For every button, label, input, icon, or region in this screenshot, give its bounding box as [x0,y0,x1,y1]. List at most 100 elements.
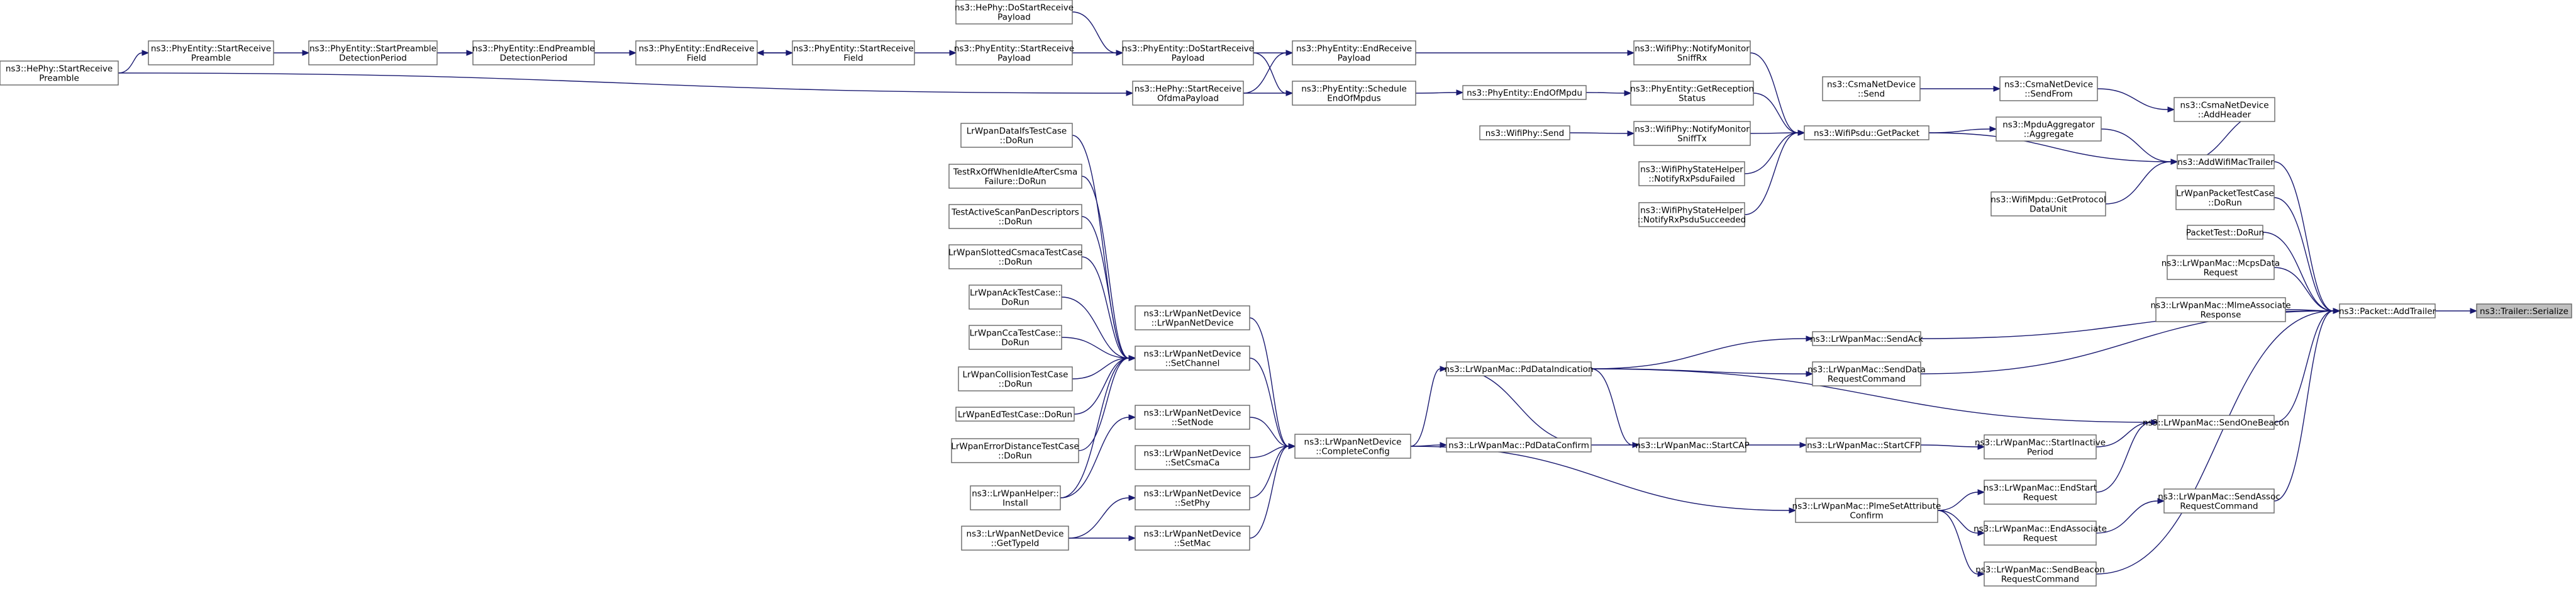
node-label: Confirm [1850,511,1883,521]
arrow-head-icon [142,50,150,56]
node-endPreambleDetection[interactable]: ns3::PhyEntity::EndPreambleDetectionPeri… [472,40,595,65]
node-ccaTest[interactable]: LrWpanCcaTestCase::DoRun [969,325,1062,350]
node-csmaAddHeader[interactable]: ns3::CsmaNetDevice::AddHeader [2174,97,2275,122]
node-setMac[interactable]: ns3::LrWpanNetDevice::SetMac [1135,526,1250,551]
node-endOfMpdu[interactable]: ns3::PhyEntity::EndOfMpdu [1462,85,1587,100]
node-box [1822,76,1921,101]
node-label: ns3::LrWpanMac::SendData [1807,365,1926,375]
edge-line [2262,232,2334,312]
node-label: LrWpanCcaTestCase:: [970,329,1062,339]
node-completeConfig[interactable]: ns3::LrWpanNetDevice::CompleteConfig [1294,434,1411,459]
edge-line [1410,446,1790,511]
node-sendAck[interactable]: ns3::LrWpanMac::SendAck [1810,331,1923,346]
node-pdDataConfirm[interactable]: ns3::LrWpanMac::PdDataConfirm [1446,437,1592,453]
node-label: RequestCommand [2180,502,2258,512]
node-addWifiMacTrailer[interactable]: ns3::AddWifiMacTrailer [2177,154,2275,169]
node-label: ns3::LrWpanHelper:: [972,489,1059,499]
node-box [948,204,1082,229]
arrow-head-icon [1977,571,1985,577]
node-label: ::AddHeader [2198,110,2251,120]
node-setPhy[interactable]: ns3::LrWpanNetDevice::SetPhy [1135,485,1250,510]
node-setNode[interactable]: ns3::LrWpanNetDevice::SetNode [1135,405,1250,430]
node-sendOneBeacon[interactable]: ns3::LrWpanMac::SendOneBeacon [2143,415,2289,430]
edge-startCap-to-startCfp [1746,442,1807,448]
node-label: ns3::CsmaNetDevice [1827,80,1916,90]
node-setCsmaCa[interactable]: ns3::LrWpanNetDevice::SetCsmaCa [1135,445,1250,470]
arrow-head-icon [2333,308,2341,314]
node-box [308,40,438,65]
node-helperInstall[interactable]: ns3::LrWpanHelper::Install [970,485,1061,510]
node-wifiPhySend[interactable]: ns3::WifiPhy::Send [1479,125,1570,140]
edge-heDoStartReceivePayload-to-doStartReceivePayload [1072,11,1124,56]
node-getTypeId[interactable]: ns3::LrWpanNetDevice::GetTypeId [961,526,1069,551]
node-serialize[interactable]: ns3::Trailer::Serialize [2476,303,2572,318]
node-box [148,40,274,65]
edge-getPacket-to-mpduAgg [1928,126,1997,133]
node-ackTest[interactable]: LrWpanAckTestCase::DoRun [969,284,1062,310]
node-slottedCsmaTest[interactable]: LrWpanSlottedCsmacaTestCase::DoRun [948,244,1082,269]
node-csmaSendFrom[interactable]: ns3::CsmaNetDevice::SendFrom [1999,76,2098,101]
node-errorDistTest[interactable]: LrWpanErrorDistanceTestCase::DoRun [951,438,1079,463]
node-csmaSend[interactable]: ns3::CsmaNetDevice::Send [1822,76,1921,101]
node-label: Install [1002,498,1028,509]
node-edTest[interactable]: LrWpanEdTestCase::DoRun [955,407,1075,422]
node-box [951,438,1079,463]
node-label: ::DoRun [2208,198,2242,208]
node-dataIndTest[interactable]: LrWpanDataIfsTestCase::DoRun [960,123,1073,148]
node-box [1446,437,1592,453]
node-collisionTest[interactable]: LrWpanCollisionTestCase::DoRun [958,366,1073,391]
node-label: ns3::LrWpanMac::StartCAP [1635,441,1749,451]
node-mpduAgg[interactable]: ns3::MpduAggregator::Aggregate [1996,116,2102,142]
edge-line [1249,317,1289,447]
arrow-head-icon [1627,50,1635,56]
node-label: ::DoRun [999,257,1033,267]
node-activeScanTest[interactable]: TestActiveScanPanDescriptors::DoRun [948,204,1082,229]
node-notifyRxPsduSucceeded[interactable]: ns3::WifiPhyStateHelper::NotifyRxPsduSuc… [1638,202,1746,227]
node-pdDataIndication[interactable]: ns3::LrWpanMac::PdDataIndication [1445,361,1594,376]
node-startCap[interactable]: ns3::LrWpanMac::StartCAP [1635,437,1750,453]
edge-line [1068,497,1130,539]
edge-line [1249,446,1289,498]
node-setChannel[interactable]: ns3::LrWpanNetDevice::SetChannel [1135,346,1250,371]
node-addTrailer[interactable]: ns3::Packet::AddTrailer [2339,303,2436,318]
arrow-head-icon [1128,495,1136,501]
node-lrPacketTest[interactable]: LrWpanPacketTestCase::DoRun [2175,185,2275,210]
node-notifyRxPsduFailed[interactable]: ns3::WifiPhyStateHelper::NotifyRxPsduFai… [1638,161,1745,186]
arrow-head-icon [1440,442,1448,448]
node-box [1996,116,2102,142]
node-box [1633,121,1751,146]
node-packetTest[interactable]: PacketTest::DoRun [2186,225,2264,240]
node-box [1135,445,1250,470]
arrow-head-icon [756,50,764,56]
edge-heStartReceiveOfdma-to-scheduleEndOfMpdus [1243,90,1294,96]
node-startPreambleDetection[interactable]: ns3::PhyEntity::StartPreambleDetectionPe… [308,40,438,65]
node-startCfp[interactable]: ns3::LrWpanMac::StartCFP [1806,437,1921,453]
node-box [1135,346,1250,371]
node-getPacket[interactable]: ns3::WifiPsdu::GetPacket [1804,125,1929,140]
node-lrNetDeviceCtor[interactable]: ns3::LrWpanNetDevice::LrWpanNetDevice [1135,305,1250,330]
